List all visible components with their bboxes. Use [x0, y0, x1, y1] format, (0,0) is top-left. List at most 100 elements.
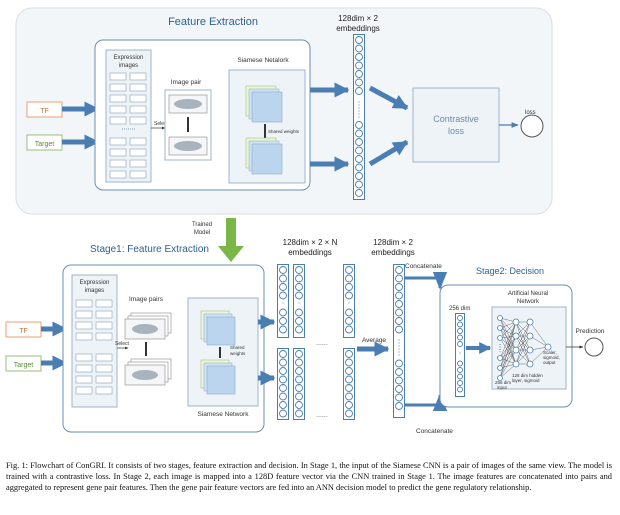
embedding-node: [355, 44, 363, 53]
siamese-label: Siamese Netalork: [237, 57, 289, 64]
embedding-node: [395, 393, 403, 402]
stage1-emb-label-2: embeddings: [336, 24, 380, 33]
embedding-node: [395, 274, 403, 283]
embedding-node: [295, 384, 303, 392]
stage2-embedding-col-1-bottom-frame: [277, 348, 289, 420]
embedding-node: [395, 359, 403, 368]
ann-edge: [499, 317, 517, 337]
embedding-node: [395, 368, 403, 376]
shared-weights-label-2b: weights: [230, 351, 246, 356]
siamese-bottom-stack: [245, 137, 283, 175]
ann-edge: [499, 327, 517, 365]
contrastive-label-1: Contrastive: [433, 114, 479, 124]
embedding-node: [279, 317, 287, 325]
embedding-node: [395, 385, 403, 393]
target-label: Target: [35, 141, 55, 148]
embedding-node: [345, 384, 353, 392]
concatenate-bottom-label: Concatenate: [416, 428, 453, 435]
ann-hidden-node: [526, 332, 534, 340]
emb2-label-1: 128dim × 2: [373, 238, 413, 247]
embedding-node: [395, 325, 403, 334]
contrastive-label-2: loss: [448, 126, 465, 136]
embedding-node: [295, 350, 303, 358]
ann-hidden-label-1: 128 dim hidden: [512, 373, 543, 378]
ann-input-node: [497, 365, 503, 371]
embedding-node: [345, 325, 353, 334]
embedding-node: [355, 61, 363, 70]
contrastive-loss-box: [412, 87, 500, 163]
embedding-node: [457, 321, 463, 328]
ann-input-node: [497, 325, 503, 331]
embedding-node: [295, 401, 303, 409]
embedding-node: [279, 358, 287, 367]
ann-edge: [515, 321, 531, 351]
ann-input-node: [497, 335, 503, 341]
embedding-node: [279, 384, 287, 392]
ann-edge: [499, 327, 517, 351]
embedding-node: [279, 325, 287, 334]
embedding-node: [457, 367, 463, 373]
embedding-node: [355, 180, 363, 189]
embedding-node: [355, 146, 363, 155]
trained-model-arrow: [218, 218, 244, 262]
stage2-average-col-frame: [393, 264, 405, 418]
tf-label: TF: [40, 108, 49, 115]
tf-label-2: TF: [19, 328, 28, 335]
stage2-embedding-col-1-top-frame: [277, 264, 289, 338]
expression-label-2b: images: [85, 288, 104, 294]
expression-thumbnails: [109, 72, 147, 179]
stage1-title: Feature Extraction: [168, 16, 258, 28]
embedding-node: [295, 266, 303, 274]
ann-output-label-1: Scaler,: [543, 350, 557, 355]
select-label-2: Select: [115, 341, 130, 347]
embedding-node: [395, 300, 403, 308]
stage2-embedding-columns: [277, 264, 405, 420]
columns-ellipsis-bottom: ......: [316, 412, 328, 419]
embedding-node: [457, 380, 463, 386]
ann-label-1: Artificial Neural: [508, 291, 548, 297]
embedding-node: [345, 358, 353, 367]
embedding-node: [279, 350, 287, 358]
image-pairs-bottom-stack: [124, 358, 172, 386]
embedding-node: [295, 392, 303, 401]
embedding-node: [279, 274, 287, 283]
ann-hidden-node: [526, 346, 534, 354]
embedding-node: [345, 375, 353, 384]
concatenate-top-path: [405, 271, 448, 290]
ann-edge: [499, 335, 517, 359]
ann-hidden-label-2: layer, sigmoid: [512, 378, 540, 383]
shared-weights-label: Shared weights: [268, 129, 300, 134]
embedding-node: [345, 308, 353, 317]
emb-to-loss-top: [368, 85, 409, 111]
embedding-node: [395, 376, 403, 385]
stage2-average-col: [393, 264, 405, 418]
embedding-node: [295, 325, 303, 334]
embedding-node: [295, 358, 303, 367]
decision-title: Stage2: Decision: [476, 266, 544, 276]
ann-hidden-node: [512, 318, 520, 326]
prediction-node: [584, 337, 604, 357]
loss-label: loss: [525, 110, 536, 116]
embedding-node: [279, 283, 287, 291]
embedding-node: [295, 375, 303, 384]
expression-label-2: images: [119, 63, 138, 69]
embedding-node: [279, 401, 287, 409]
dim256-label: 256 dim: [449, 306, 470, 312]
embedding-node: [345, 283, 353, 291]
ann-hidden-node: [512, 360, 520, 368]
embedding-node: [355, 155, 363, 163]
embedding-node: [395, 317, 403, 325]
embedding-node: [457, 328, 463, 334]
ann-input-node: [497, 315, 503, 321]
embedding-node: [345, 291, 353, 300]
stage1-embedding: [353, 34, 365, 200]
columns-ellipsis-top: ......: [316, 340, 328, 347]
ann-edge: [499, 321, 517, 369]
decision-input: [455, 313, 465, 397]
embedding-node: [395, 308, 403, 317]
siamese-label-2: Siamese Network: [198, 411, 250, 418]
ann-output-node: [544, 343, 552, 351]
stage2-embedding-col-1-top: [277, 264, 289, 338]
